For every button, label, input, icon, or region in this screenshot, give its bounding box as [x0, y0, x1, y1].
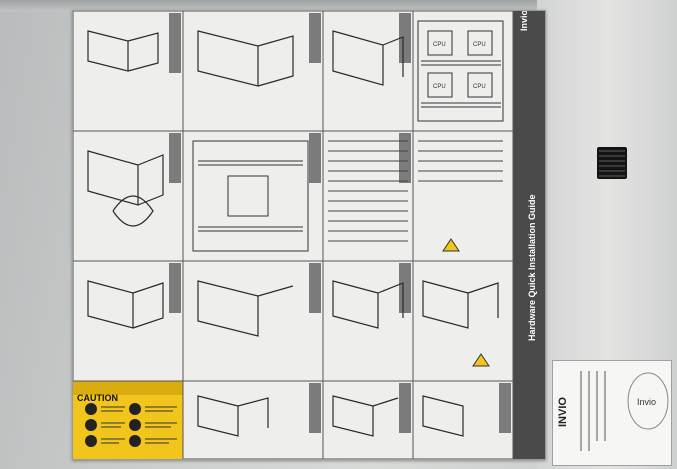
installation-guide-sticker: CPU CPU CPU CPU [72, 10, 546, 460]
legend-tables [328, 140, 503, 242]
svg-text:CPU: CPU [433, 84, 446, 90]
cpu-labels: CPU CPU CPU CPU [433, 42, 486, 90]
guide-header-bar [513, 11, 545, 459]
warning-triangles [442, 238, 490, 367]
asset-tag-print: Invio [580, 371, 669, 451]
guide-illustration: CPU CPU CPU CPU [73, 11, 545, 459]
motherboard-diagram [417, 20, 504, 122]
chassis-top-edge [0, 0, 677, 12]
svg-text:Invio: Invio [637, 397, 656, 407]
asset-tag-label: INVIO Invio [552, 360, 672, 466]
panel-grid [73, 11, 514, 459]
svg-text:CPU: CPU [433, 42, 446, 48]
svg-text:CPU: CPU [473, 42, 486, 48]
caution-header [73, 381, 183, 395]
guide-title: Hardware Quick Installation Guide [527, 194, 537, 341]
caution-heading: CAUTION [77, 393, 118, 403]
guide-brand: Invio [519, 10, 529, 31]
svg-text:CPU: CPU [473, 84, 486, 90]
install-step-sketches [87, 30, 499, 437]
panel-headers [169, 13, 511, 433]
caution-text-lines [101, 406, 177, 444]
caution-icons [85, 403, 141, 447]
board-diagram-middle [192, 140, 309, 252]
chassis-vent-slot [597, 147, 627, 179]
